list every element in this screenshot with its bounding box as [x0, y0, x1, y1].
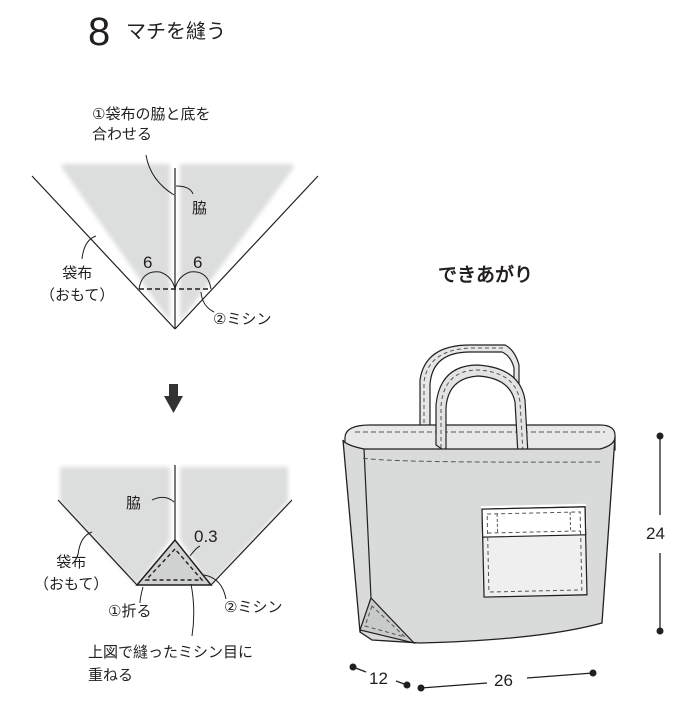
height-dimension: 24 — [646, 524, 665, 543]
bottom-measure: 0.3 — [194, 527, 218, 546]
width-dimension: 26 — [494, 671, 513, 690]
bottom-fabric-label: 袋布 （おもて） — [34, 553, 109, 593]
top-measure-right: 6 — [193, 253, 203, 272]
bottom-stitch-label: ②ミシン — [224, 598, 283, 616]
bottom-fabric-fill — [60, 467, 288, 586]
step-title: マチを縫う — [126, 19, 226, 43]
top-fabric-fill — [61, 164, 294, 322]
top-instruction-align: ①袋布の脇と底を 合わせる — [92, 105, 211, 143]
bottom-fold-label: ①折る — [108, 602, 152, 620]
down-arrow-icon — [164, 384, 183, 413]
top-measure-left: 6 — [143, 253, 153, 272]
top-fabric-label: 袋布 （おもて） — [40, 264, 115, 304]
top-side-seam-label: 脇 — [192, 199, 208, 217]
top-stitch-label: ②ミシン — [213, 310, 272, 328]
step-number: 8 — [88, 10, 111, 54]
bottom-side-seam-label: 脇 — [126, 494, 142, 512]
bottom-note: 上図で縫ったミシン目に 重ねる — [88, 643, 254, 684]
finished-title: できあがり — [438, 264, 534, 286]
finished-bag-illustration — [342, 344, 664, 692]
depth-dimension: 12 — [369, 669, 388, 688]
